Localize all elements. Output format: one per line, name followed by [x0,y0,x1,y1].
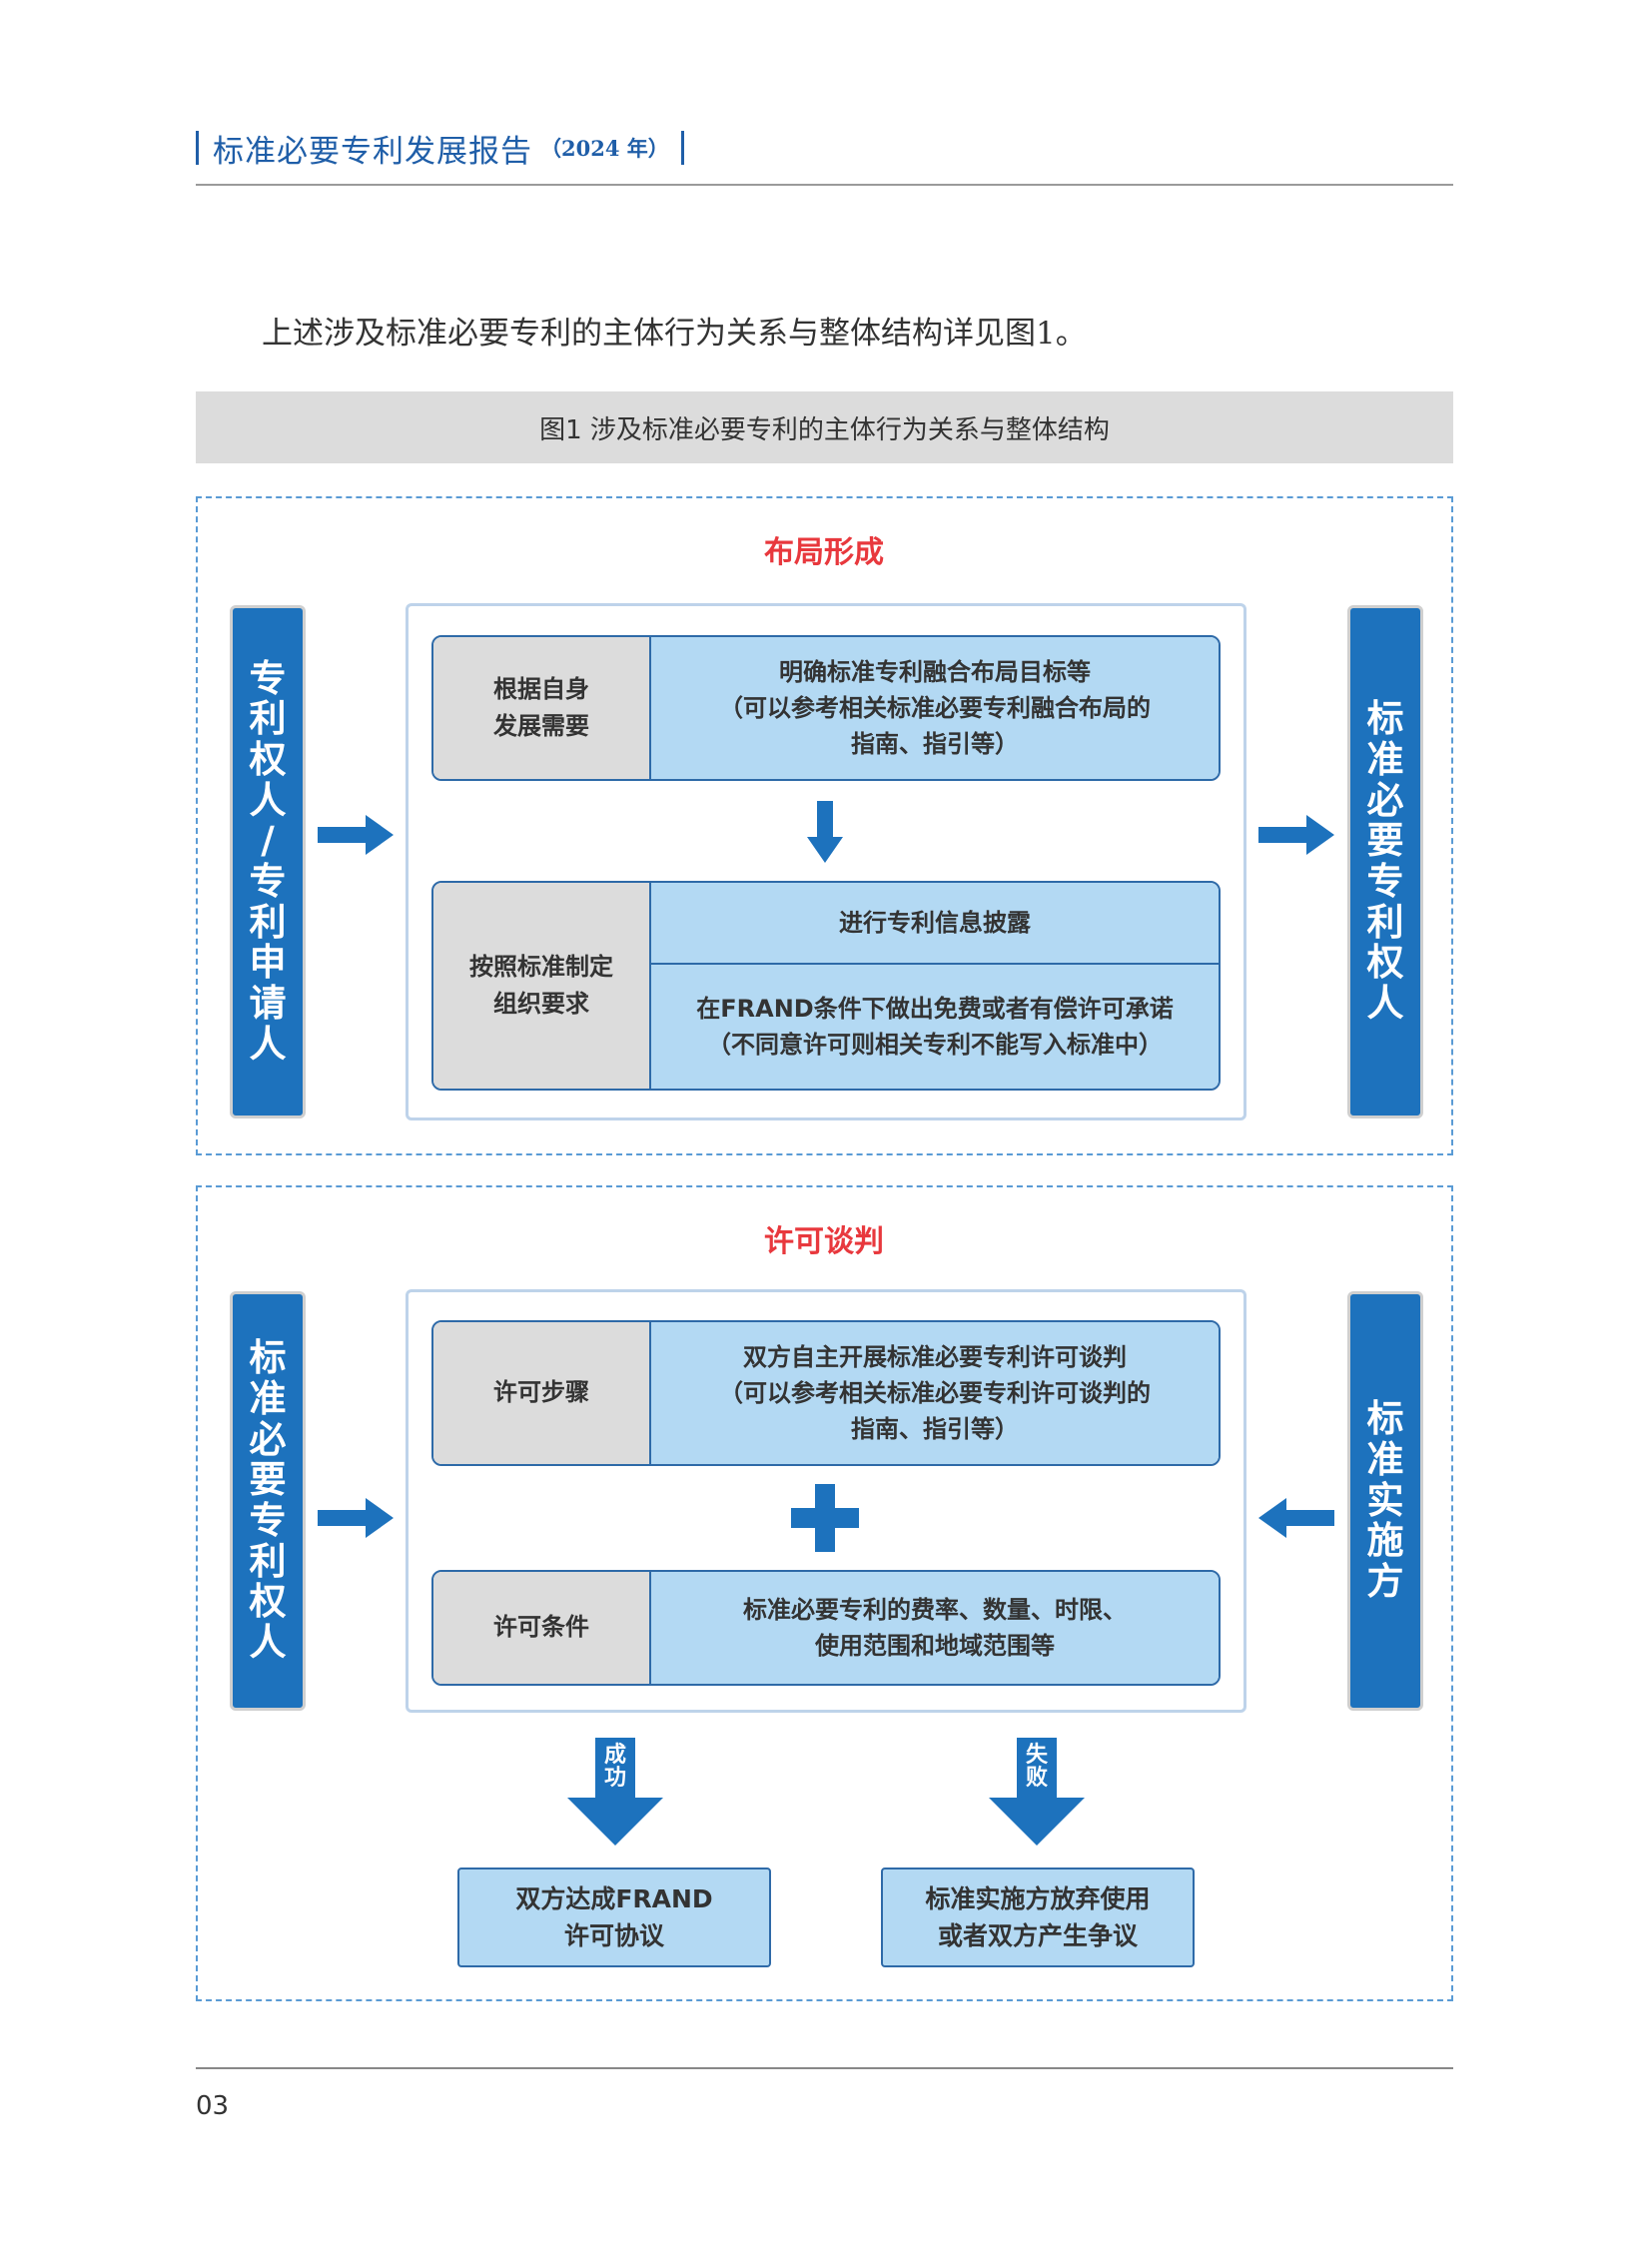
step-content: 双方自主开展标准必要专利许可谈判（可以参考相关标准必要专利许可谈判的指南、指引等… [719,1343,1151,1443]
arrow-down-icon [807,801,843,863]
step-license-conditions: 许可条件 标准必要专利的费率、数量、时限、使用范围和地域范围等 [431,1570,1221,1686]
header-bar-left [196,131,199,165]
step-label: 按照标准制定组织要求 [433,883,651,1089]
section-title-layout: 布局形成 [764,535,884,570]
fail-label: 失败 [1025,1743,1048,1792]
actor-implementer: 标准实施方 [1347,1291,1423,1711]
actor-sep-holder-2: 标准必要专利权人 [230,1291,306,1711]
success-label: 成功 [603,1743,626,1792]
running-header: 标准必要专利发展报告 （2024 年） [196,124,684,172]
arrow-down-large-icon [567,1738,663,1846]
section-title-negotiation: 许可谈判 [764,1224,884,1259]
header-bar-right [680,131,684,165]
step-content: 明确标准专利融合布局目标等（可以参考相关标准必要专利融合布局的指南、指引等） [719,658,1151,758]
header-rule [196,184,1453,186]
step-content: 标准必要专利的费率、数量、时限、使用范围和地域范围等 [743,1596,1127,1660]
page-number: 03 [196,2091,230,2121]
section-layout-formation [196,496,1453,1155]
layout-process-frame [406,603,1246,1120]
step-content-disclosure: 进行专利信息披露 [839,909,1031,937]
success-arrow: 成功 [567,1738,663,1846]
intro-paragraph: 上述涉及标准必要专利的主体行为关系与整体结构详见图1。 [262,316,1087,352]
fail-arrow: 失败 [989,1738,1085,1846]
step-license-steps: 许可步骤 双方自主开展标准必要专利许可谈判（可以参考相关标准必要专利许可谈判的指… [431,1320,1221,1466]
negotiation-process-frame [406,1289,1246,1713]
step-label: 许可条件 [433,1572,651,1684]
step-content-frand: 在FRAND条件下做出免费或者有偿许可承诺（不同意许可则相关专利不能写入标准中） [651,963,1219,1089]
arrow-right-icon [1258,815,1334,855]
step-label: 许可步骤 [433,1322,651,1464]
figure-caption: 图1 涉及标准必要专利的主体行为关系与整体结构 [196,391,1453,463]
header-title: 标准必要专利发展报告 [213,133,532,170]
actor-patentee-applicant: 专利权人/专利申请人 [230,605,306,1119]
actor-sep-holder: 标准必要专利权人 [1347,605,1423,1119]
step-standards-requirements: 按照标准制定组织要求 进行专利信息披露 在FRAND条件下做出免费或者有偿许可承… [431,881,1221,1091]
step-label: 根据自身发展需要 [433,637,651,779]
arrow-left-icon [1258,1498,1334,1538]
plus-icon [791,1484,859,1552]
arrow-right-icon [318,1498,394,1538]
footer-rule [196,2067,1453,2069]
step-development-needs: 根据自身发展需要 明确标准专利融合布局目标等（可以参考相关标准必要专利融合布局的… [431,635,1221,781]
result-failure: 标准实施方放弃使用或者双方产生争议 [881,1868,1195,1967]
arrow-down-large-icon [989,1738,1085,1846]
arrow-right-icon [318,815,394,855]
section-license-negotiation [196,1185,1453,2001]
header-year: （2024 年） [540,136,669,161]
